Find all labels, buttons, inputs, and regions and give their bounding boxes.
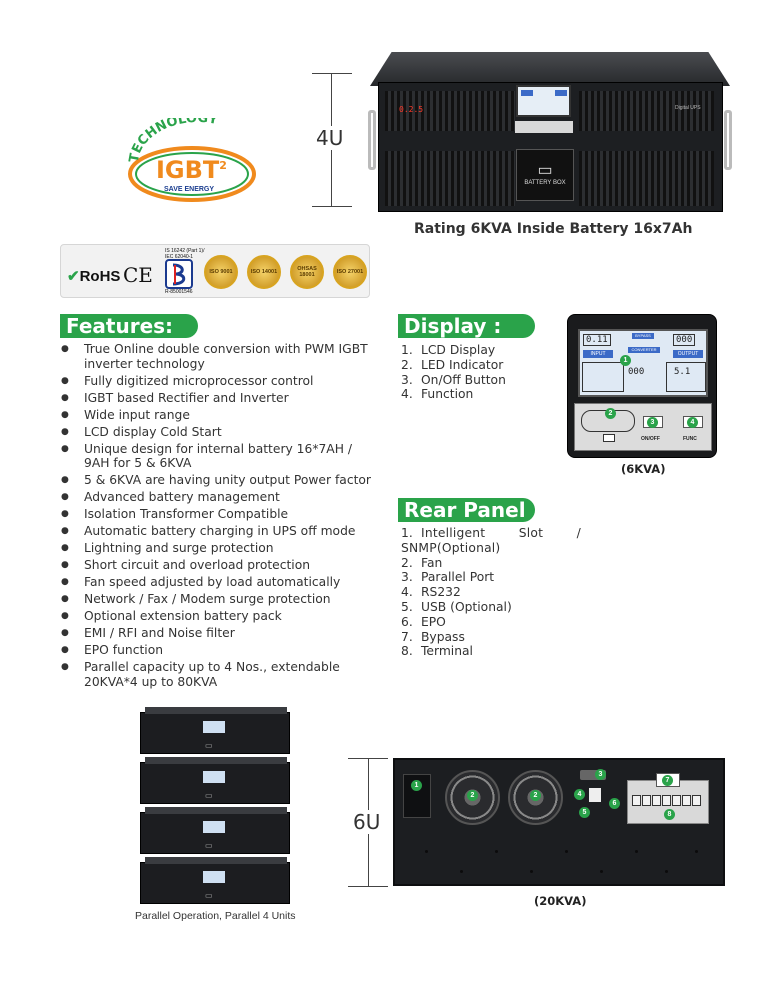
badge-2: 2 xyxy=(467,790,478,801)
dimension-label: 4U xyxy=(316,126,344,150)
list-item: True Online double conversion with PWM I… xyxy=(60,342,380,371)
badge-3: 3 xyxy=(595,769,606,780)
bis-logo xyxy=(165,259,193,289)
iso-9001-seal: ISO 9001 xyxy=(204,255,238,289)
control-strip: 2 3 4 ON/OFF FUNC xyxy=(574,403,712,451)
igbt-main-text: IGBT2 xyxy=(156,156,227,184)
list-item: Optional extension battery pack xyxy=(60,609,380,624)
input-label: INPUT xyxy=(583,350,613,358)
badge-8: 8 xyxy=(664,809,675,820)
ce-mark: CE xyxy=(123,263,153,287)
battery-reading: 000 xyxy=(628,367,645,377)
list-item: 8.Terminal xyxy=(401,644,473,659)
load-reading: 5.1 xyxy=(674,367,691,377)
led-readout: 0.2.5 xyxy=(399,105,424,114)
list-item: 3.On/Off Button xyxy=(401,372,506,387)
input-reading: 0.11 xyxy=(583,334,611,346)
iso-27001-seal: ISO 27001 xyxy=(333,255,367,289)
lcd-control-panel-image: 0.11 INPUT BYPASS CONVERTER 000 OUTPUT 0… xyxy=(567,314,717,458)
list-item: 4.Function xyxy=(401,387,474,402)
brand-text: Digital UPS xyxy=(675,105,701,111)
display-list: 1.LCD Display 2.LED Indicator 3.On/Off B… xyxy=(401,343,506,402)
list-item: IGBT based Rectifier and Inverter xyxy=(60,391,380,406)
bis-standard: IS 16242 (Part 1)/ IEC 62040-1 xyxy=(165,248,205,260)
badge-2: 2 xyxy=(530,790,541,801)
badge-7: 7 xyxy=(662,775,673,786)
rohs-logo: ✔RoHS xyxy=(67,268,121,285)
dimension-label: 6U xyxy=(353,810,381,834)
display-heading: Display : xyxy=(398,314,535,338)
badge-4: 4 xyxy=(574,789,585,800)
badge-2: 2 xyxy=(605,408,616,419)
igbt-tagline: SAVE ENERGY xyxy=(164,186,215,193)
list-item: 6.EPO xyxy=(401,614,446,629)
list-item: 1.LCD Display xyxy=(401,343,496,357)
list-item: Lightning and surge protection xyxy=(60,541,380,556)
func-label: FUNC xyxy=(683,436,697,442)
features-heading: Features: xyxy=(60,314,198,338)
list-item: Automatic battery charging in UPS off mo… xyxy=(60,524,380,539)
parallel-caption: Parallel Operation, Parallel 4 Units xyxy=(135,910,296,922)
list-item: 1.Intelligent Slot / SNMP(Optional) xyxy=(401,526,581,555)
onoff-label: ON/OFF xyxy=(641,436,660,442)
list-item: Unique design for internal battery 16*7A… xyxy=(60,442,380,471)
certification-bar: ✔RoHS CE IS 16242 (Part 1)/ IEC 62040-1 … xyxy=(60,244,370,298)
list-item: 2.LED Indicator xyxy=(401,357,504,372)
rear-caption: (20KVA) xyxy=(534,894,587,908)
bypass-label: BYPASS xyxy=(632,333,654,339)
rear-panel-heading: Rear Panel xyxy=(398,498,535,522)
features-list: True Online double conversion with PWM I… xyxy=(60,342,380,692)
igbt-technology-logo: TECHNOLOGY IGBT2 SAVE ENERGY xyxy=(120,111,260,203)
iso-14001-seal: ISO 14001 xyxy=(247,255,281,289)
parallel-stack-image: ▭ ▭ ▭ ▭ xyxy=(140,706,290,906)
battery-box-label: BATTERY BOX xyxy=(524,180,566,186)
list-item: LCD display Cold Start xyxy=(60,425,380,440)
list-item: EMI / RFI and Noise filter xyxy=(60,626,380,641)
top-product-caption: Rating 6KVA Inside Battery 16x7Ah xyxy=(414,221,693,237)
rear-panel-list: 1.Intelligent Slot / SNMP(Optional) 2.Fa… xyxy=(401,526,581,659)
badge-6: 6 xyxy=(609,798,620,809)
list-item: Short circuit and overload protection xyxy=(60,558,380,573)
igbt-logo-graphic: TECHNOLOGY xyxy=(127,111,256,202)
list-item: 3.Parallel Port xyxy=(401,570,495,585)
list-item: Fan speed adjusted by load automatically xyxy=(60,575,380,590)
output-reading: 000 xyxy=(673,334,696,346)
list-item: Wide input range xyxy=(60,408,380,423)
list-item: Network / Fax / Modem surge protection xyxy=(60,592,380,607)
display-caption: (6KVA) xyxy=(621,462,666,476)
ups-tower-image: 0.2.5 Digital UPS ▭ BATTERY BOX xyxy=(368,52,732,217)
lcd-screen: 0.11 INPUT BYPASS CONVERTER 000 OUTPUT 0… xyxy=(578,329,708,397)
list-item: 4.RS232 xyxy=(401,585,461,600)
list-item: 7.Bypass xyxy=(401,629,465,644)
list-item: Fully digitized microprocessor control xyxy=(60,374,380,389)
badge-3: 3 xyxy=(647,417,658,428)
list-item: 5 & 6KVA are having unity output Power f… xyxy=(60,473,380,488)
list-item: Advanced battery management xyxy=(60,490,380,505)
output-label: OUTPUT xyxy=(673,350,703,358)
list-item: Isolation Transformer Compatible xyxy=(60,507,380,522)
terminal-block: 7 8 xyxy=(627,773,709,824)
list-item: Parallel capacity up to 4 Nos., extendab… xyxy=(60,660,380,689)
badge-4: 4 xyxy=(687,417,698,428)
badge-1: 1 xyxy=(411,780,422,791)
list-item: 5.USB (Optional) xyxy=(401,599,512,614)
rear-panel-image: 1 2 2 3 4 5 6 7 8 xyxy=(393,758,725,886)
bis-number: R-85001546 xyxy=(165,289,193,295)
list-item: 2.Fan xyxy=(401,555,443,570)
badge-5: 5 xyxy=(579,807,590,818)
converter-label: CONVERTER xyxy=(628,347,660,353)
list-item: EPO function xyxy=(60,643,380,658)
ohsas-18001-seal: OHSAS 18001 xyxy=(290,255,324,289)
badge-1: 1 xyxy=(620,355,631,366)
battery-icon: ▭ xyxy=(537,162,553,179)
fan-icon xyxy=(445,770,500,825)
